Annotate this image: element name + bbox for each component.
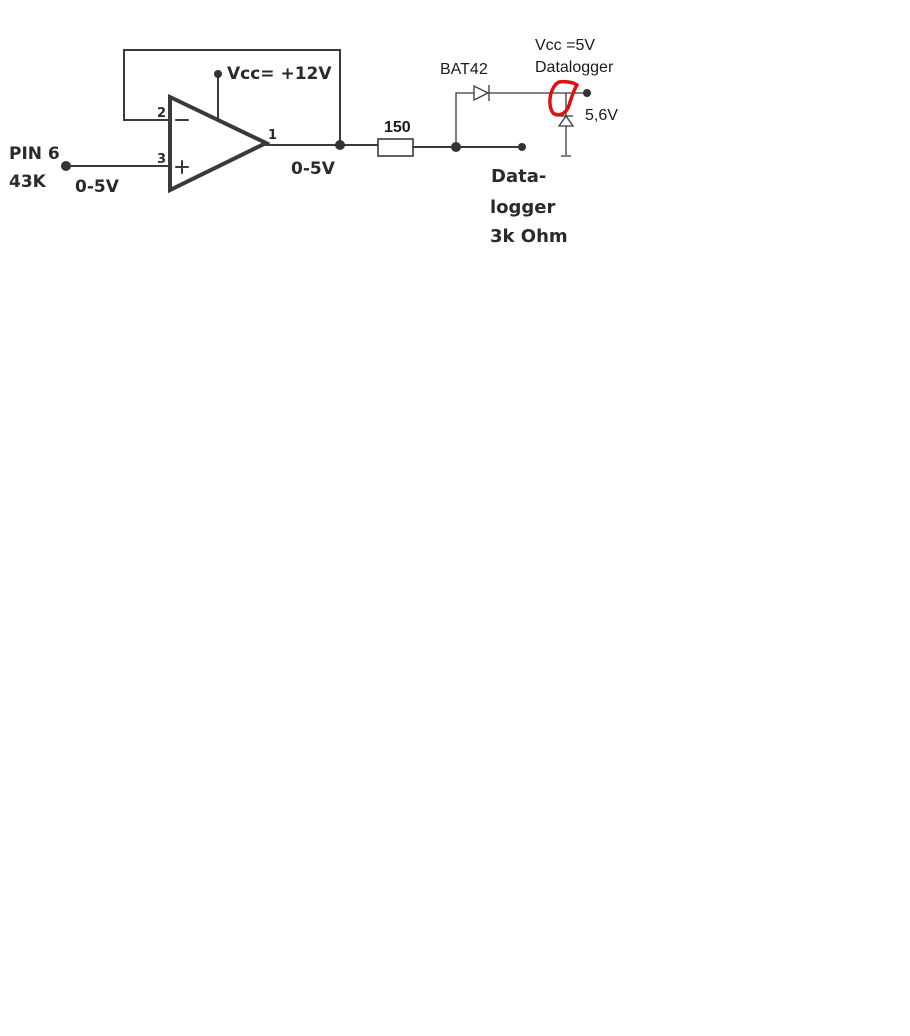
logger-label-line3: 3k Ohm	[490, 226, 568, 247]
opamp-pin-3-label: 3	[157, 152, 166, 167]
input-range-label: 0-5V	[75, 177, 120, 197]
bat42-diode-symbol	[473, 84, 490, 102]
red-highlight-mark	[548, 79, 579, 117]
logger-terminal	[518, 143, 526, 151]
opamp-triangle	[168, 93, 271, 194]
supply-node	[214, 70, 222, 78]
opamp-supply-value: +12V	[280, 64, 332, 84]
opamp-supply-label: Vcc= +12V	[227, 64, 332, 84]
logger-label-line1: Data-	[491, 166, 546, 187]
feedback-wire	[123, 49, 341, 146]
opamp-pin-2-label: 2	[157, 106, 166, 121]
resistor-value-label: 150	[384, 119, 411, 136]
input-terminal	[61, 161, 71, 171]
opamp-supply-prefix: Vcc=	[227, 64, 280, 84]
input-pin-label: PIN 6	[9, 144, 60, 164]
opamp-pin-1-label: 1	[268, 128, 277, 143]
diode-part-label: BAT42	[440, 61, 488, 78]
resistor	[377, 138, 414, 157]
zener-diode-symbol	[557, 114, 575, 127]
logger-vcc-label: Vcc =5V	[535, 37, 595, 54]
vcc-logger-terminal	[583, 89, 591, 97]
output-junction	[335, 140, 345, 150]
input-resistance-label: 43K	[9, 172, 47, 192]
diode-branch-wire	[455, 92, 474, 147]
zener-voltage-label: 5,6V	[585, 107, 618, 124]
output-range-label: 0-5V	[291, 159, 336, 179]
logger-vcc-name-label: Datalogger	[535, 59, 614, 76]
logger-label-line2: logger	[490, 197, 556, 218]
